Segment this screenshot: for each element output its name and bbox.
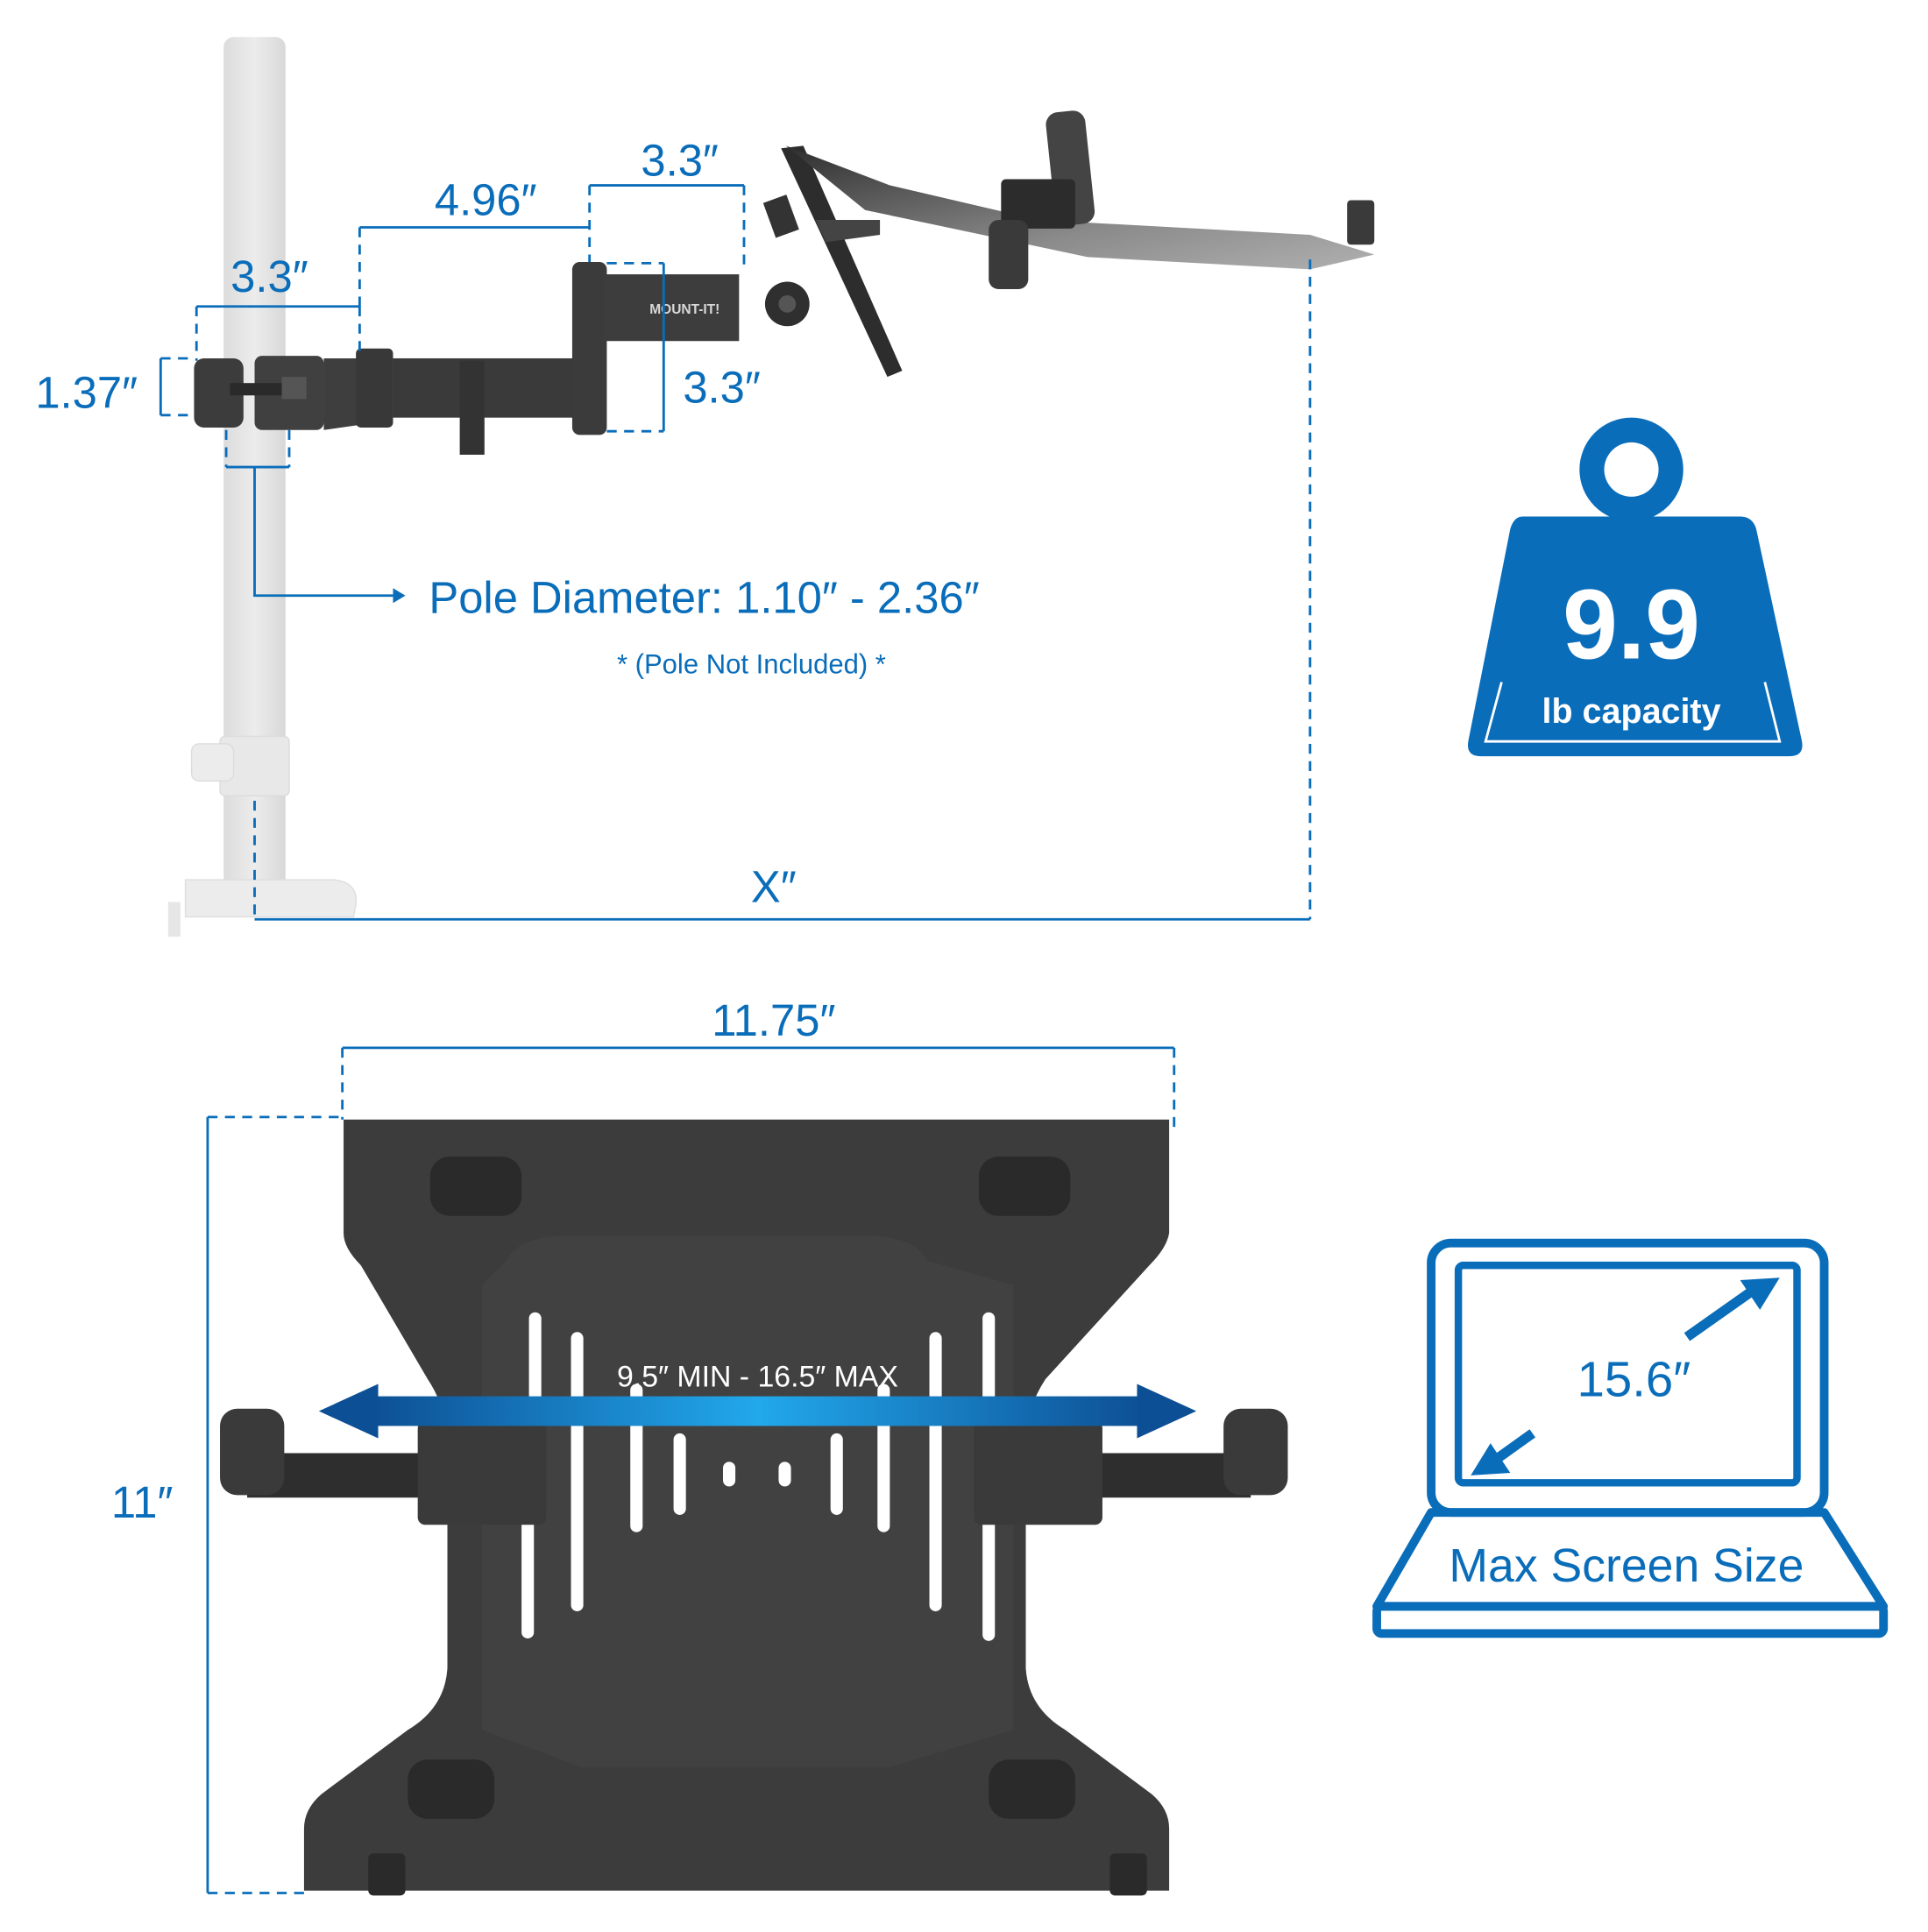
svg-text:4.96″: 4.96″: [435, 174, 537, 224]
weight-icon: [1467, 417, 1803, 757]
screen-size-value: 15.6″: [1577, 1352, 1691, 1407]
screen-size-badge: 15.6″ Max Screen Size: [1372, 1238, 1889, 1638]
dim-second-arm: 3.3″: [588, 135, 746, 267]
svg-text:3.3″: 3.3″: [641, 135, 719, 185]
capacity-unit: lb capacity: [1542, 692, 1721, 731]
dim-clamp-height: 1.37″: [35, 357, 195, 417]
dim-joint-height: 3.3″: [606, 261, 761, 433]
svg-text:1.37″: 1.37″: [35, 367, 138, 417]
dim-first-arm: 4.96″: [358, 174, 590, 307]
clamp-range-arrow: [318, 1384, 1197, 1439]
dim-total-reach: X″: [253, 259, 1312, 921]
clamp-range-label: 9.5″ MIN - 16.5″ MAX: [617, 1360, 898, 1393]
diagonal-arrow-icon: [1471, 1277, 1780, 1476]
second-arm: MOUNT-IT!: [571, 261, 810, 435]
laptop-tray-side: [785, 110, 1375, 289]
dim-pole-bracket: [224, 429, 406, 604]
dim-tray-width: 11.75″: [341, 995, 1176, 1128]
svg-text:3.3″: 3.3″: [230, 251, 308, 301]
tray-view: 9.5″ MIN - 16.5″ MAX 11.75″ 11″: [111, 995, 1288, 1896]
pole-note: * (Pole Not Included) *: [617, 649, 886, 680]
dim-clamp-width: 3.3″: [195, 251, 361, 361]
svg-text:3.3″: 3.3″: [683, 363, 761, 413]
brand-logo: MOUNT-IT!: [649, 302, 719, 317]
first-arm: [356, 348, 585, 455]
capacity-value: 9.9: [1563, 570, 1700, 680]
dim-tray-height: 11″: [111, 1115, 346, 1894]
tilt-bracket: [762, 145, 903, 378]
svg-text:11.75″: 11.75″: [712, 995, 835, 1045]
laptop-icon: [1372, 1238, 1889, 1638]
screen-size-caption: Max Screen Size: [1449, 1539, 1804, 1592]
side-clamps: [220, 1408, 1288, 1525]
pole: [167, 37, 358, 937]
svg-text:11″: 11″: [111, 1477, 174, 1527]
svg-text:X″: X″: [751, 861, 797, 911]
capacity-badge: 9.9 lb capacity: [1467, 417, 1803, 757]
side-view: MOUNT-IT! 3.3″: [35, 37, 1375, 937]
pole-diameter-label: Pole Diameter: 1.10″ - 2.36″: [429, 572, 979, 622]
rubber-pads: [408, 1157, 1075, 1819]
